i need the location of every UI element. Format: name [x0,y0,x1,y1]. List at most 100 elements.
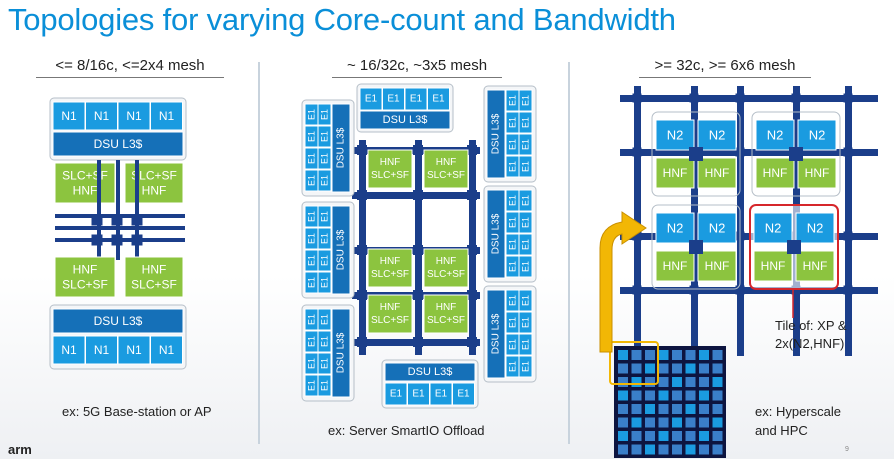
die-cell [672,404,682,414]
dsu-top [52,131,184,157]
core-e1-label: E1 [320,277,330,288]
die-cell [631,431,642,441]
core-n2-label: N2 [709,128,726,143]
die-cell [658,363,669,374]
core-n2 [697,119,737,151]
die-cell [699,404,709,414]
core-e1-label: E1 [508,317,518,328]
die-cell [645,404,655,414]
crosspoint-node [91,234,103,246]
crosspoint-node [632,147,642,157]
crosspoint-node [467,145,477,155]
die-cell [618,431,628,441]
die-cell [712,390,723,401]
crosspoint-node [787,240,801,254]
hnf-slc-mid-label: SLC+SF [371,269,409,280]
core-e1-label: E1 [508,239,518,250]
core-e1 [518,189,533,212]
hnf-slc-mid-label: SLC+SF [371,170,409,181]
crosspoint-node [111,214,123,226]
core-e1-label: E1 [521,217,531,228]
core-e1-label: E1 [521,239,531,250]
die-cell [618,404,628,414]
hnf-slc-mid [423,248,469,288]
hnf-block-label: HNF [705,166,730,180]
die-cell [685,444,696,455]
slc-hnf-tl-label: HNF [73,184,98,198]
hnf-slc-mid-label: HNF [436,256,457,267]
hnf-slc-mid [367,248,413,288]
die-cell [631,363,642,374]
hnf-slc-mid [423,294,469,334]
die-cell [672,350,682,360]
hnf-block-label: HNF [805,166,830,180]
core-e1-label: E1 [508,339,518,350]
hnf-slc-mid-label: SLC+SF [427,315,465,326]
hnf-block [755,157,795,189]
crosspoint-node [689,93,699,103]
core-n1-bottom [52,335,86,365]
hnf-block [655,250,695,282]
column-heading-small-text: <= 8/16c, <=2x4 mesh [55,57,205,74]
crosspoint-node [467,290,477,300]
dsu-vertical [486,89,506,179]
hnf-slc-mid [423,149,469,189]
dsu-vertical-label: DSU L3$ [491,213,502,254]
hnf-slc-mid-label: SLC+SF [427,269,465,280]
die-cell [699,390,709,401]
die-cell [699,377,709,387]
die-cell [618,377,628,387]
core-n2 [655,212,695,244]
column-heading-medium-text: ~ 16/32c, ~3x5 mesh [346,57,488,74]
core-e1-label: E1 [521,339,531,350]
mesh-link [845,86,852,356]
core-e1-label: E1 [432,94,445,105]
hnf-block [753,250,793,282]
die-cell [672,431,682,441]
core-n2-label: N2 [667,221,684,236]
core-e1-label: E1 [521,317,531,328]
core-n1-bottom-label: N1 [94,343,110,357]
core-e1 [518,89,533,112]
core-e1-label: E1 [307,175,317,186]
crosspoint-node [357,290,367,300]
heading-underline [639,77,811,78]
crosspoint-node [735,285,745,295]
core-n2 [797,119,837,151]
caption-small: ex: 5G Base-station or AP [62,404,212,419]
crosspoint-node [843,93,853,103]
hnf-block [697,157,737,189]
column-heading-large-text: >= 32c, >= 6x6 mesh [654,57,796,74]
core-e1-label: E1 [320,314,330,325]
crosspoint-node [413,290,423,300]
slc-hnf-tr [124,162,184,204]
crosspoint-node [413,245,423,255]
hnf-slc-mid-label: HNF [436,302,457,313]
caption-medium: ex: Server SmartIO Offload [328,423,485,438]
die-cell [618,417,628,428]
crosspoint-node [413,145,423,155]
hnf-block [697,250,737,282]
core-e1-label: E1 [307,153,317,164]
crosspoint-node [689,285,699,295]
die-cell [645,363,655,374]
core-e1-label: E1 [390,389,403,400]
core-e1-label: E1 [320,358,330,369]
dsu-vertical [331,308,351,398]
hnf-slc-mid-label: HNF [380,157,401,168]
column-divider-right [568,62,570,444]
core-e1 [317,227,332,250]
hnf-block [655,157,695,189]
core-e1 [317,147,332,170]
hnf-slc-br-label: SLC+SF [131,278,177,292]
die-cell [658,390,669,401]
dsu-vertical-label: DSU L3$ [336,332,347,373]
core-e1-label: E1 [307,358,317,369]
core-e1-label: E1 [508,217,518,228]
crosspoint-node [632,231,642,241]
core-e1-label: E1 [521,295,531,306]
core-e1-label: E1 [307,380,317,391]
column-divider-left [258,62,260,444]
die-cell [712,350,723,360]
dsu-vertical-label: DSU L3$ [336,127,347,168]
